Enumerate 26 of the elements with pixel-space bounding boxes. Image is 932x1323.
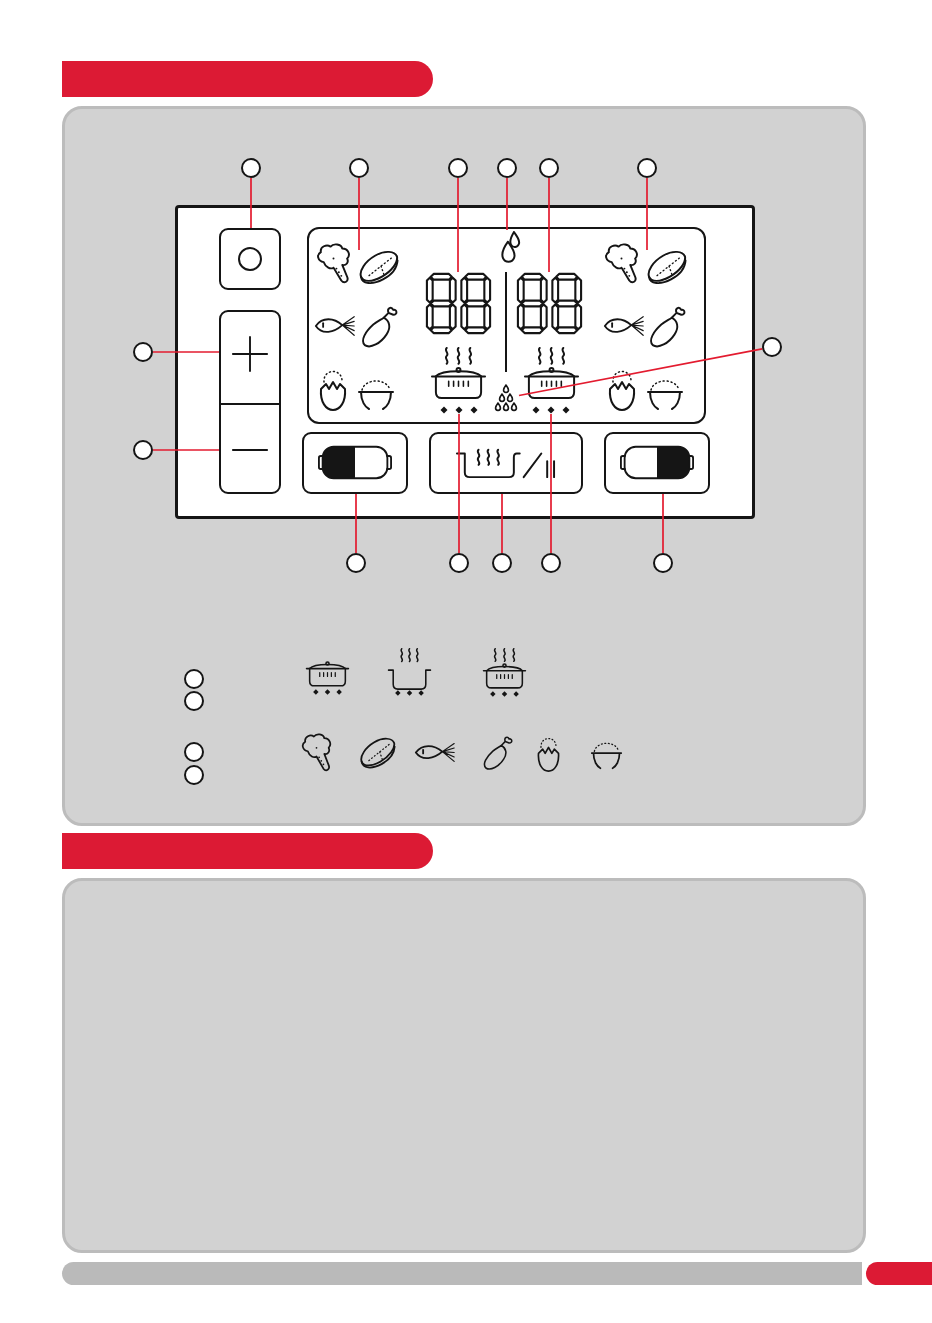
- leader-line: [506, 177, 508, 231]
- leader-line: [457, 177, 459, 273]
- heat-dots-icon: [440, 406, 478, 414]
- seven-segment-digits-icon: [516, 272, 583, 335]
- zone-button: [604, 432, 710, 494]
- minus-button: [219, 403, 281, 494]
- leader-line: [152, 449, 220, 451]
- water-drop-icon: [499, 230, 521, 265]
- heat-dots-icon: [532, 406, 570, 414]
- leader-line: [250, 177, 252, 229]
- leader-line: [548, 177, 550, 273]
- water-drops-icon: [493, 384, 519, 412]
- steam-button: [429, 432, 583, 494]
- leader-line: [355, 493, 357, 554]
- leader-line: [646, 177, 648, 251]
- leader-line: [662, 493, 664, 554]
- seven-segment-digits-icon: [425, 272, 492, 335]
- zone-button: [302, 432, 408, 494]
- leader-line: [458, 413, 460, 554]
- leader-line: [152, 351, 220, 353]
- leader-line: [358, 177, 360, 251]
- power-button: [219, 228, 281, 290]
- leader-line: [518, 348, 764, 397]
- leader-line: [550, 413, 552, 554]
- leader-line: [501, 493, 503, 554]
- plus-button: [219, 310, 281, 405]
